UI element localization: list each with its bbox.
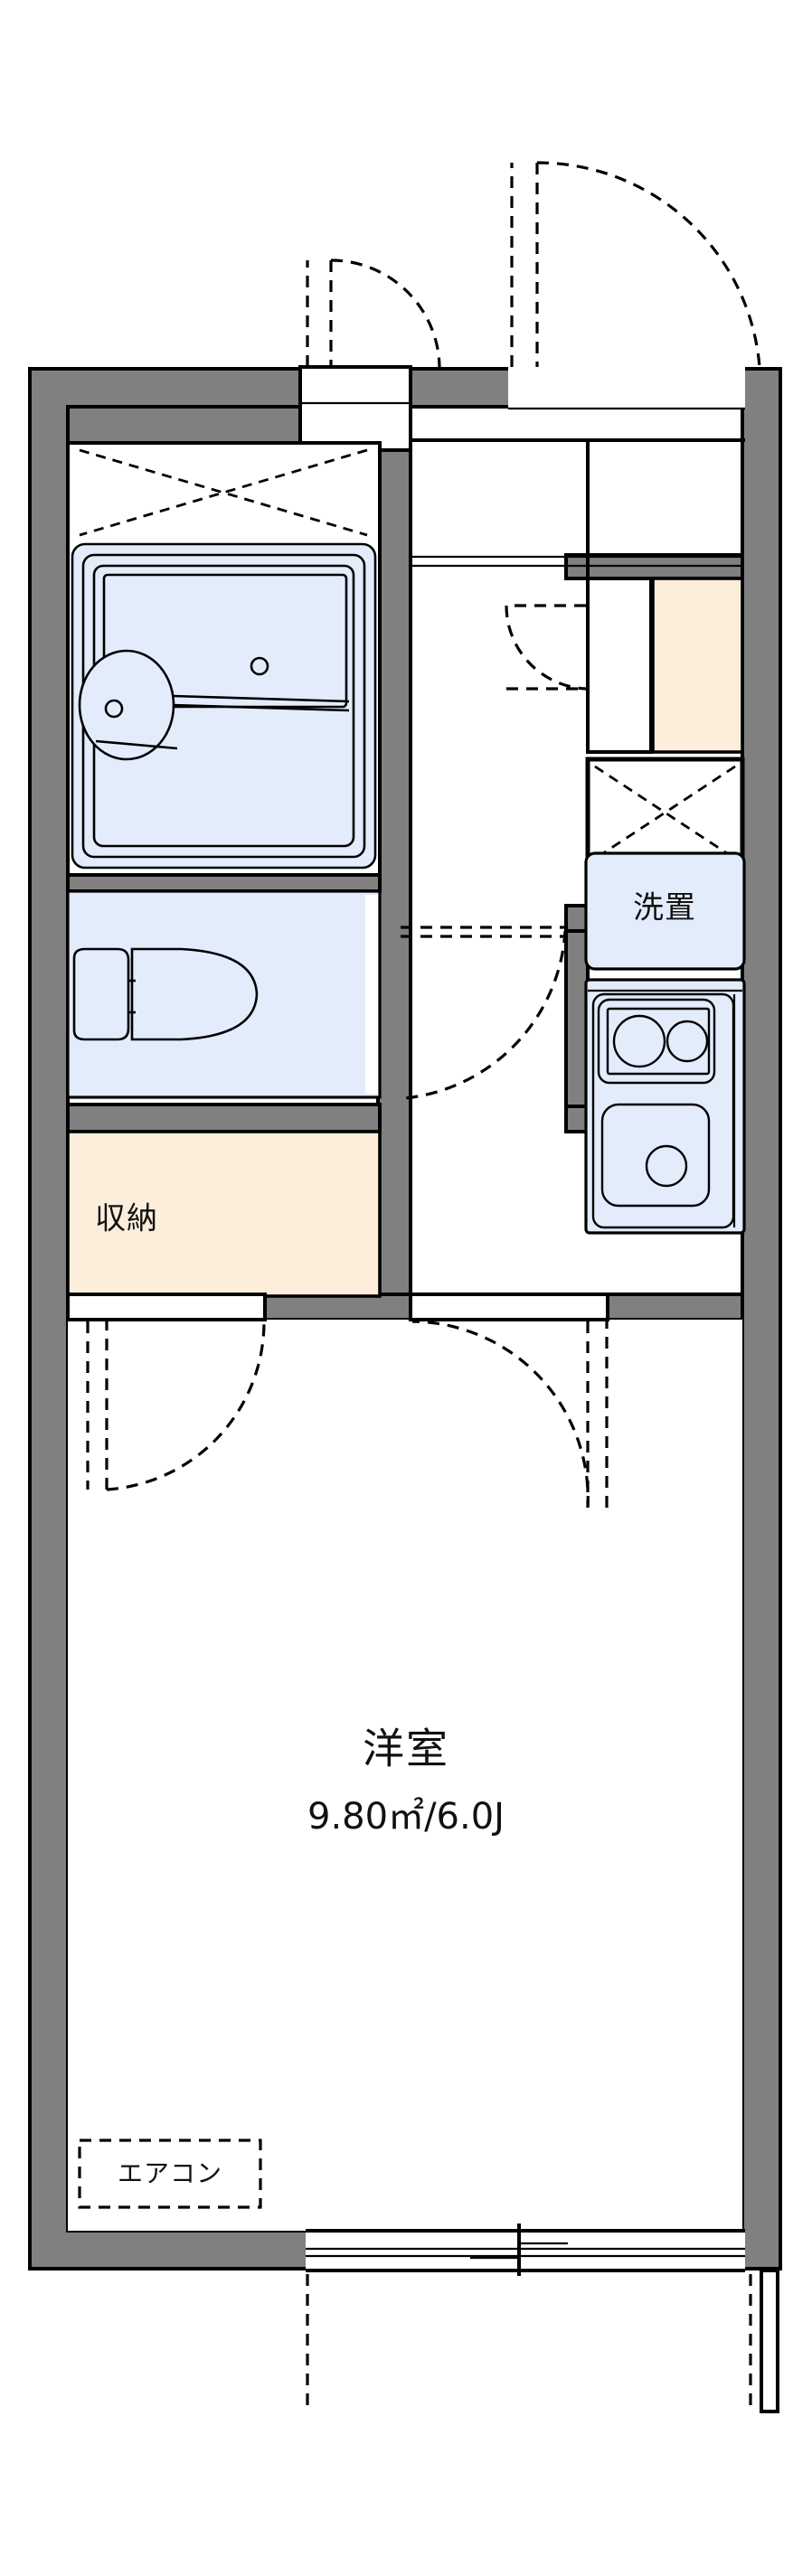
- stove-burner-large-icon: [612, 1014, 666, 1068]
- kitchen-right-column: [505, 577, 745, 869]
- bathroom-exterior-door[interactable]: [306, 259, 441, 368]
- washer-space-label: 洗置: [633, 890, 696, 926]
- room-door-left-frame: [66, 1293, 267, 1321]
- kitchen-counter: [584, 978, 746, 1235]
- main-room-label: 洋室: [363, 1725, 449, 1773]
- partition-wet-hall: [376, 438, 412, 1306]
- balcony-opening-gap: [306, 2229, 745, 2272]
- bathroom-unit-bath: [66, 441, 382, 877]
- main-room-floor: [68, 1320, 742, 2231]
- closet-fill: [66, 1130, 382, 1298]
- partition-bath-toilet: [66, 873, 382, 893]
- main-room-area-label: 9.80㎡/6.0J: [307, 1796, 505, 1838]
- closet-area: [66, 1130, 382, 1298]
- toilet-side-strip: [365, 895, 378, 1094]
- washer-space: [584, 851, 746, 971]
- room-door-right-frame: [409, 1293, 609, 1321]
- toilet-room: [66, 889, 382, 1099]
- shoe-cabinet-door[interactable]: [505, 604, 587, 691]
- bathroom-door[interactable]: [401, 926, 567, 1100]
- balcony-sliding-window[interactable]: [306, 2223, 745, 2276]
- bathtub-drain-icon: [250, 656, 269, 676]
- closet-label: 収納: [95, 1201, 158, 1237]
- balcony-partition-right-panel: [760, 2269, 779, 2413]
- room-door-right[interactable]: [411, 1320, 609, 1509]
- aircon-label: エアコン: [118, 2158, 222, 2188]
- room-entry-doors[interactable]: [66, 1293, 609, 1509]
- toilet-cistern: [72, 947, 130, 1041]
- sink-drain-icon: [645, 1144, 688, 1188]
- shoe-cabinet: [651, 577, 744, 754]
- entrance-door[interactable]: [510, 161, 761, 368]
- unit-bath-tray-outer: [71, 542, 377, 870]
- shoe-cabinet-door-leaf[interactable]: [586, 577, 653, 754]
- main-room-fill: [68, 1320, 742, 2231]
- balcony-partitions: [306, 2269, 779, 2413]
- partition-toilet-closet: [66, 1103, 382, 1133]
- bath-ceiling-vent-icon: [79, 448, 368, 537]
- toilet-floor: [66, 889, 382, 1099]
- kitchen-window-x-icon: [594, 765, 736, 860]
- washbasin-drain-icon: [104, 699, 124, 719]
- stove-burner-small-icon: [666, 1020, 709, 1063]
- toilet-bowl: [130, 947, 259, 1041]
- kitchen-window-frame: [585, 757, 745, 869]
- washer-pan: [584, 851, 746, 971]
- entrance-door-gap: [508, 367, 745, 409]
- bath-transom-window: [298, 365, 412, 452]
- aircon-marker: [78, 2139, 262, 2209]
- partition-shoebox-left: [564, 929, 590, 1108]
- room-door-left[interactable]: [86, 1321, 266, 1491]
